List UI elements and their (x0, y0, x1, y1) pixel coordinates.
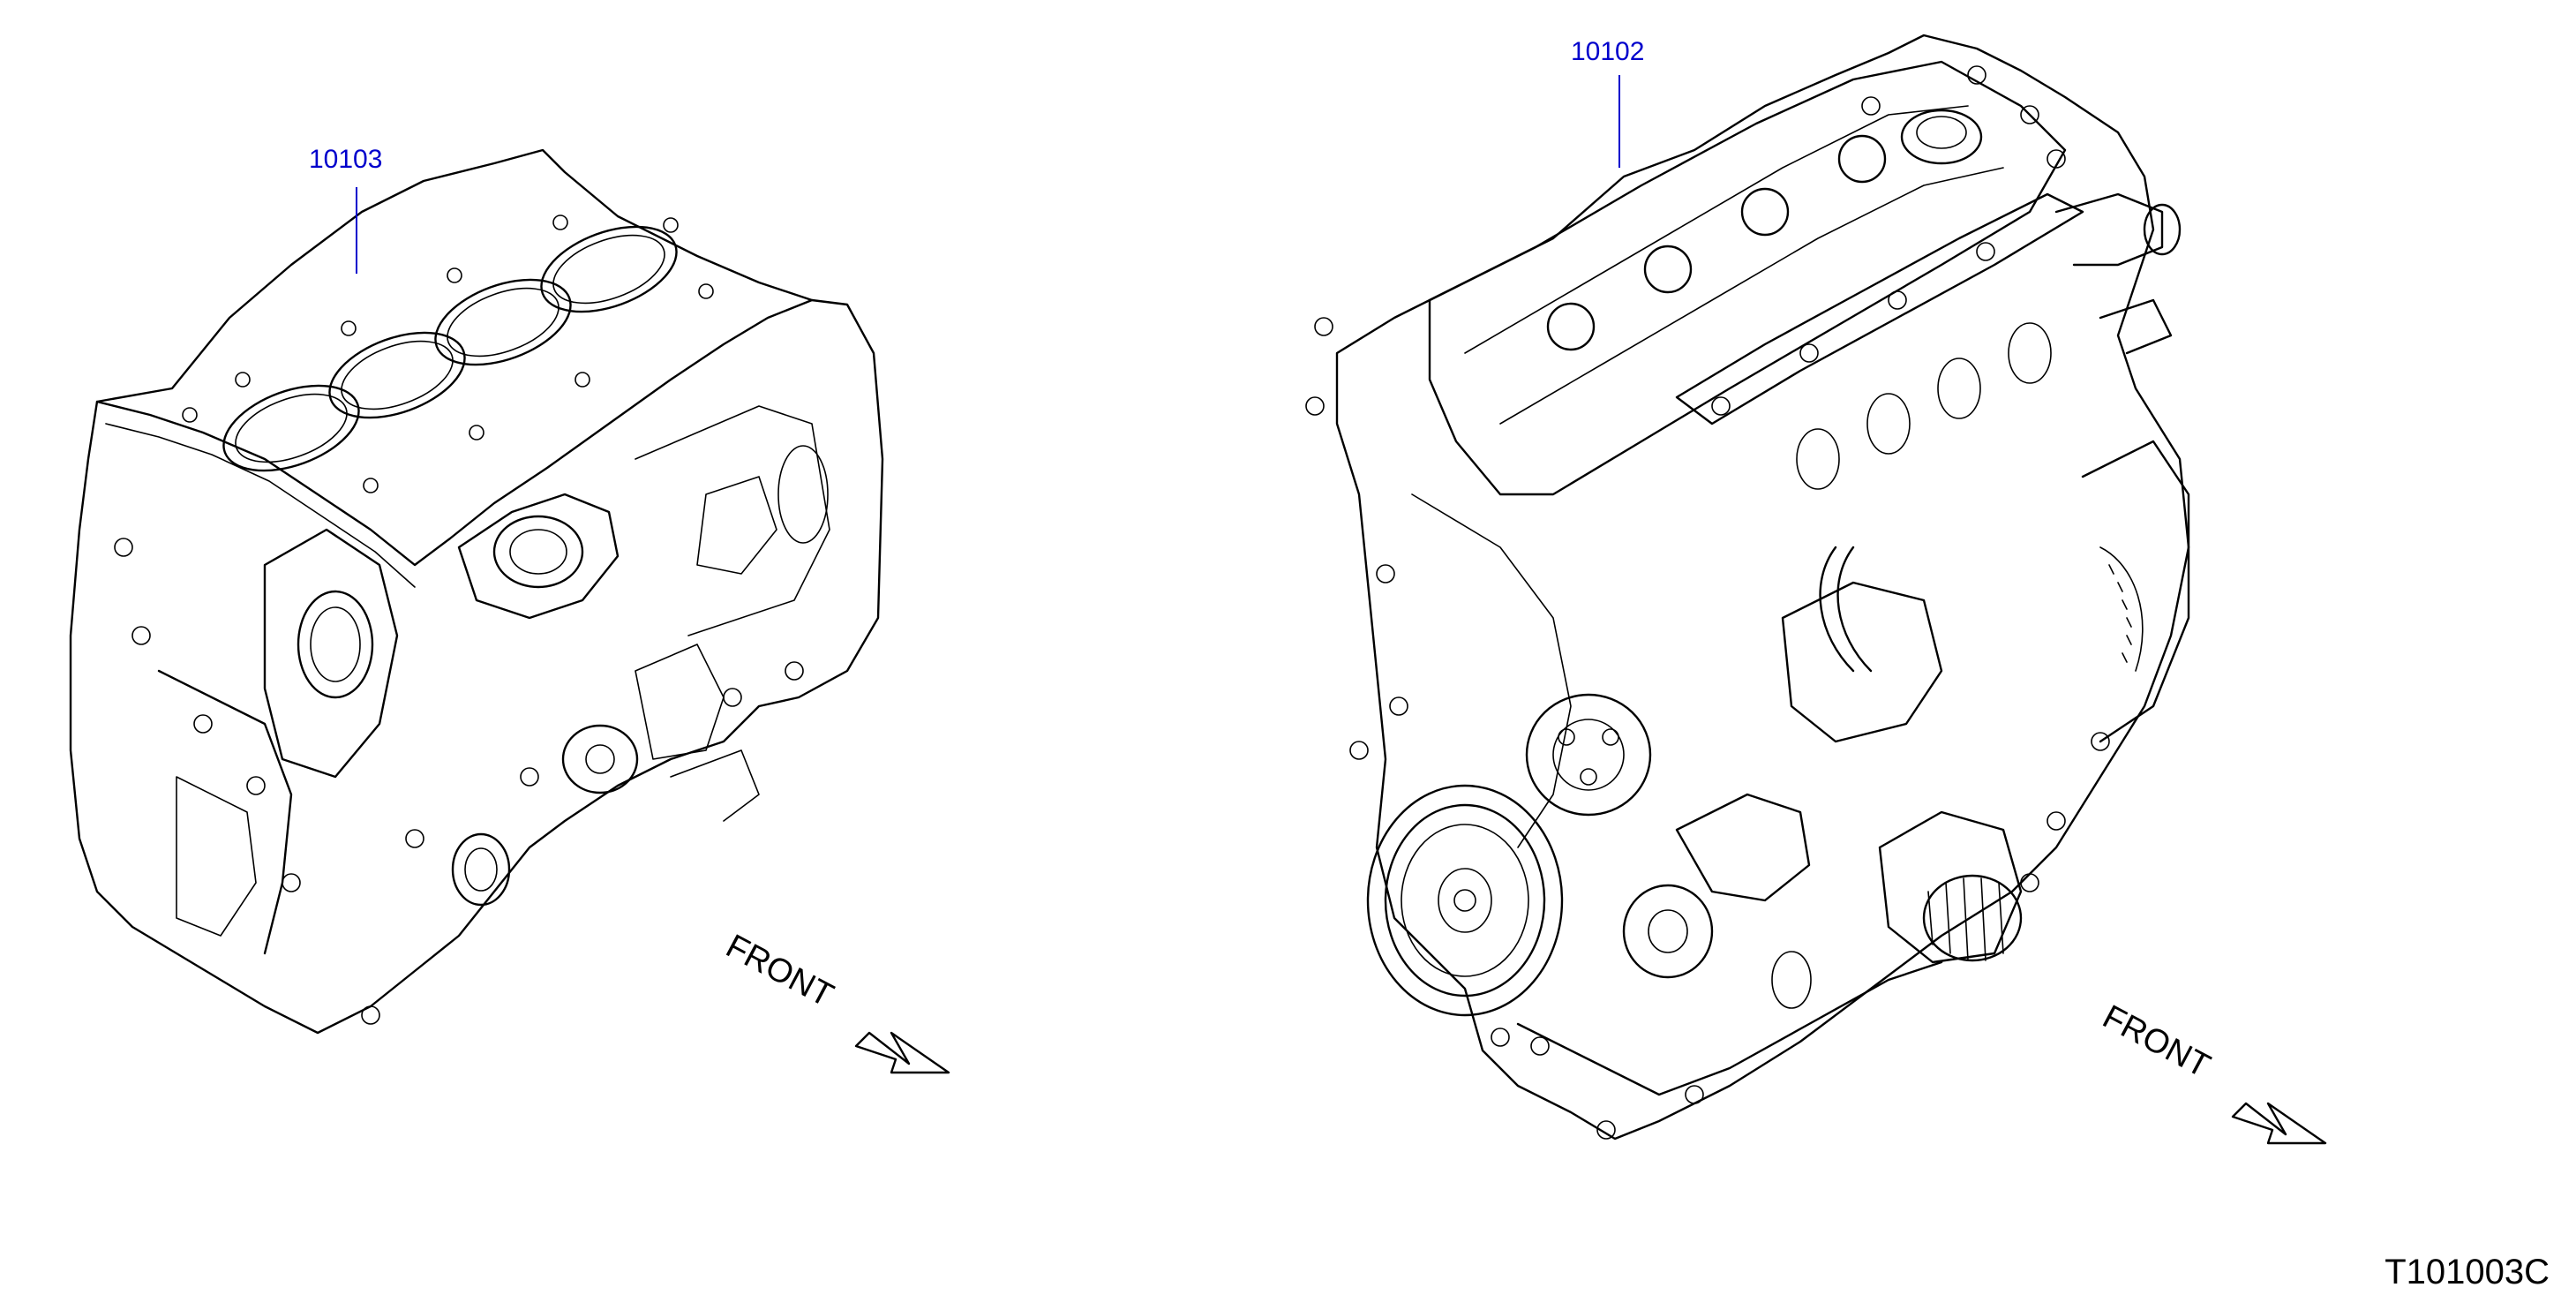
front-label: FRONT (2097, 998, 2216, 1086)
arrow-down-right-icon (2231, 1102, 2327, 1145)
cylinder-block-drawing (69, 148, 884, 1035)
part-number-label[interactable]: 10102 (1571, 37, 1644, 66)
engine-assembly-drawing (1305, 34, 2190, 1141)
part-number-label[interactable]: 10103 (309, 145, 382, 174)
front-label: FRONT (720, 928, 839, 1015)
callout-10103[interactable]: 10103 (309, 145, 382, 274)
front-indicator-right: FRONT (2097, 998, 2327, 1145)
illustration-code: T101003C (2384, 1253, 2550, 1291)
front-indicator-left: FRONT (720, 928, 950, 1074)
arrow-down-right-icon (854, 1031, 950, 1074)
callout-10102[interactable]: 10102 (1571, 37, 1644, 168)
